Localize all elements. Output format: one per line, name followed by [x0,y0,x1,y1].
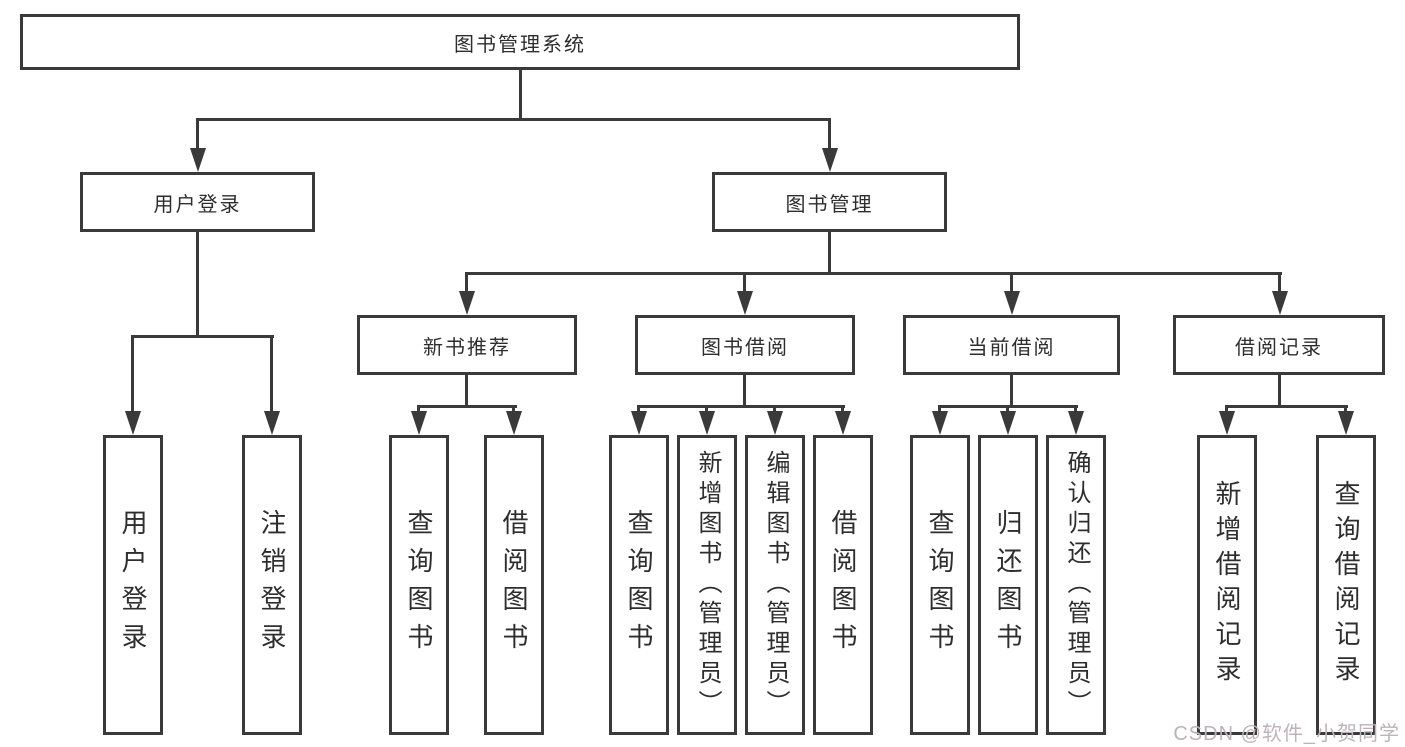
connector-login-rail [131,335,274,338]
node-library-management-system: 图书管理系统 [20,14,1020,70]
connector-borrowing-drop-3 [773,405,776,413]
connector-borrowing-drop-2 [705,405,708,413]
connector-current-drop-2 [1006,405,1009,413]
connector-recommend-stem [465,375,468,408]
arrow-down-icon [822,148,838,172]
connector-login-stem [196,232,199,338]
node-user-login-group: 用户登录 [80,172,315,232]
leaf-add-books-admin-label: 新增图书（管理员） [694,450,721,720]
connector-records-rail [1225,405,1348,408]
connector-root-stem [519,70,522,118]
connector-bookmgmt-stem [828,232,831,275]
connector-borrowing-rail [637,405,845,408]
leaf-search-books-borrowing-label: 查询图书 [624,509,654,661]
leaf-edit-books-admin-label: 编辑图书（管理员） [762,450,789,720]
connector-bookmgmt-rail [465,272,1282,275]
node-current-borrowing: 当前借阅 [903,315,1120,375]
connector-login-drop-2 [270,335,273,413]
leaf-search-books-recommend: 查询图书 [389,435,449,735]
arrow-down-icon [1004,291,1020,315]
leaf-search-books-recommend-label: 查询图书 [404,509,434,661]
node-borrowing-records: 借阅记录 [1173,315,1385,375]
leaf-return-books-label: 归还图书 [993,509,1023,661]
connector-bookmgmt-drop-1 [465,272,468,293]
connector-current-stem [1010,375,1013,408]
node-book-borrowing: 图书借阅 [635,315,855,375]
leaf-borrow-books-recommend-label: 借阅图书 [499,509,529,661]
arrow-down-icon [1338,411,1354,435]
leaf-add-borrow-record-label: 新增借阅记录 [1212,480,1242,690]
connector-root-rail [196,118,831,121]
connector-bookmgmt-drop-3 [1010,272,1013,293]
arrow-down-icon [1000,411,1016,435]
connector-borrowing-drop-1 [637,405,640,413]
leaf-borrow-books-borrowing-label: 借阅图书 [828,509,858,661]
leaf-add-books-admin: 新增图书（管理员） [677,435,737,735]
arrow-down-icon [1219,411,1235,435]
arrow-down-icon [125,411,141,435]
csdn-watermark: CSDN @软件_小贺同学 [1173,723,1400,745]
connector-recommend-rail [417,405,517,408]
leaf-confirm-return-admin: 确认归还（管理员） [1046,435,1106,735]
arrow-down-icon [506,411,522,435]
arrow-down-icon [932,411,948,435]
leaf-search-books-current-label: 查询图书 [925,509,955,661]
connector-current-drop-3 [1074,405,1077,413]
arrow-down-icon [190,148,206,172]
arrow-down-icon [411,411,427,435]
connector-root-to-bookmgmt [828,118,831,150]
leaf-logout: 注销登录 [242,435,302,735]
leaf-search-borrow-record-label: 查询借阅记录 [1331,480,1361,690]
connector-recommend-drop-1 [417,405,420,413]
connector-root-to-login [196,118,199,150]
arrow-down-icon [264,411,280,435]
arrow-down-icon [1068,411,1084,435]
arrow-down-icon [699,411,715,435]
leaf-search-borrow-record: 查询借阅记录 [1316,435,1376,735]
node-book-management: 图书管理 [712,172,947,232]
leaf-search-books-current: 查询图书 [910,435,970,735]
leaf-search-books-borrowing: 查询图书 [609,435,669,735]
arrow-down-icon [1272,291,1288,315]
arrow-down-icon [737,291,753,315]
leaf-add-borrow-record: 新增借阅记录 [1197,435,1257,735]
connector-records-drop-1 [1225,405,1228,413]
leaf-borrow-books-recommend: 借阅图书 [484,435,544,735]
node-new-book-recommendation: 新书推荐 [357,315,577,375]
connector-current-drop-1 [938,405,941,413]
connector-borrowing-stem [743,375,746,408]
connector-records-drop-2 [1344,405,1347,413]
leaf-logout-label: 注销登录 [257,509,287,661]
connector-borrowing-drop-4 [841,405,844,413]
leaf-confirm-return-admin-label: 确认归还（管理员） [1063,450,1090,720]
arrow-down-icon [459,291,475,315]
arrow-down-icon [835,411,851,435]
connector-records-stem [1278,375,1281,408]
leaf-return-books: 归还图书 [978,435,1038,735]
connector-recommend-drop-2 [512,405,515,413]
arrow-down-icon [631,411,647,435]
arrow-down-icon [767,411,783,435]
connector-login-drop-1 [131,335,134,413]
leaf-user-login: 用户登录 [103,435,163,735]
leaf-user-login-label: 用户登录 [118,509,148,661]
leaf-borrow-books-borrowing: 借阅图书 [813,435,873,735]
connector-bookmgmt-drop-2 [743,272,746,293]
connector-bookmgmt-drop-4 [1278,272,1281,293]
leaf-edit-books-admin: 编辑图书（管理员） [745,435,805,735]
